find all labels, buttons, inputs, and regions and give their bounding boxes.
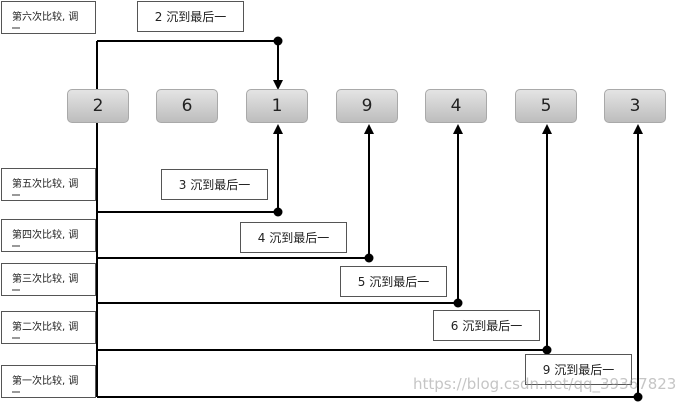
watermark: https://blog.csdn.net/qq_39367823 <box>413 375 676 393</box>
round-label: 第六次比较, 调 <box>1 1 96 34</box>
array-node: 2 <box>67 89 129 123</box>
sink-label: 2 沉到最后一 <box>137 1 244 32</box>
sink-label: 6 沉到最后一 <box>433 310 540 341</box>
round-label: 第二次比较, 调 <box>1 311 96 344</box>
round-label: 第一次比较, 调 <box>1 365 96 398</box>
junction-dot <box>273 36 283 46</box>
array-node: 4 <box>425 89 487 123</box>
junction-dot <box>453 298 463 308</box>
array-node: 5 <box>515 89 577 123</box>
array-node: 3 <box>604 89 666 123</box>
junction-dot <box>273 207 283 217</box>
sink-label: 4 沉到最后一 <box>240 222 347 253</box>
array-node: 6 <box>156 89 218 123</box>
sink-label: 9 沉到最后一 <box>525 354 632 385</box>
junction-dot <box>364 253 374 263</box>
array-node: 1 <box>246 89 308 123</box>
round-label: 第三次比较, 调 <box>1 263 96 296</box>
connector-round-6 <box>97 40 283 90</box>
junction-dot <box>542 345 552 355</box>
array-node: 9 <box>336 89 398 123</box>
round-label: 第五次比较, 调 <box>1 168 96 201</box>
round-label: 第四次比较, 调 <box>1 219 96 252</box>
sink-label: 5 沉到最后一 <box>340 266 447 297</box>
junction-dot <box>633 392 643 402</box>
sink-label: 3 沉到最后一 <box>161 169 268 200</box>
